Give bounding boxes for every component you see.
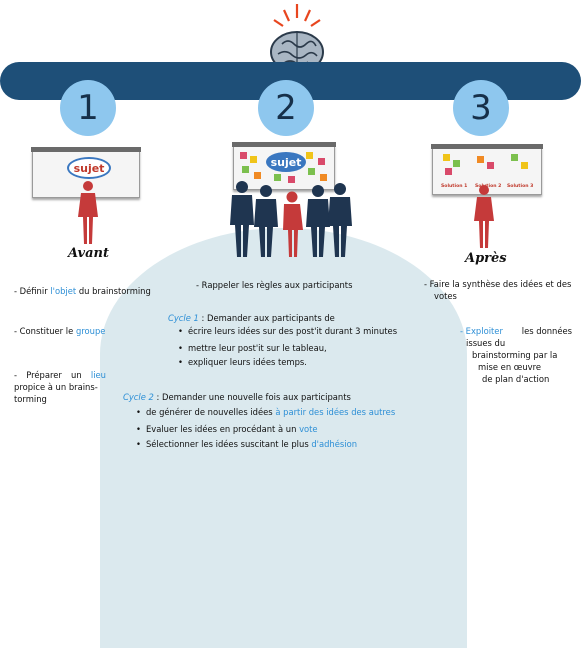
post-it [288, 176, 295, 183]
step-number-3: 3 [470, 88, 492, 128]
pendant-intro: - Rappeler les règles aux participants [196, 280, 353, 290]
apres-item-2: - Exploiter les données issues du brains… [460, 326, 572, 384]
sujet-label: sujet [270, 155, 302, 169]
spark-lines [273, 4, 321, 27]
avant-item-1: - Définir l'objet du brainstorming [14, 286, 151, 296]
post-it [306, 152, 313, 159]
step-circle-3: 3 [453, 80, 509, 136]
cycle-2-item-3: Sélectionner les idées suscitant le plus… [136, 438, 357, 450]
post-it [511, 154, 518, 161]
post-it [521, 162, 528, 169]
post-it [318, 158, 325, 165]
sujet-oval: sujet [67, 157, 111, 179]
post-it [453, 160, 460, 167]
avant-item-3: - Préparer un lieu propice à un brains- … [14, 370, 106, 404]
whiteboard-pendant: sujet [232, 142, 336, 190]
step-number-2: 2 [275, 88, 297, 128]
step-circle-1: 1 [60, 80, 116, 136]
post-it [274, 174, 281, 181]
post-it [477, 156, 484, 163]
avant-item-2: - Constituer le groupe [14, 326, 106, 336]
cycle-1-item-2: mettre leur post'it sur le tableau, [178, 342, 327, 354]
group-participants-icon [230, 181, 352, 257]
heading-avant: Avant [68, 246, 109, 261]
cycle-2-header: Cycle 2 : Demander une nouvelle fois aux… [123, 392, 351, 402]
solution-label-3: Solution 3 [507, 184, 534, 189]
post-it [443, 154, 450, 161]
solution-label-1: Solution 1 [441, 184, 468, 189]
post-it [320, 174, 327, 181]
post-it [250, 156, 257, 163]
cycle-1-header: Cycle 1 : Demander aux participants de [168, 313, 335, 323]
post-it [487, 162, 494, 169]
cycle-1-item-1: écrire leurs idées sur des post'it duran… [178, 325, 397, 337]
sujet-label: sujet [73, 161, 105, 175]
sujet-oval: sujet [266, 152, 306, 172]
post-it [445, 168, 452, 175]
whiteboard-apres: Solution 1 Solution 2 Solution 3 [431, 144, 543, 195]
person-female-red-icon [78, 181, 98, 244]
heading-apres: Après [465, 251, 507, 266]
cycle-1-item-3: expliquer leurs idées temps. [178, 356, 307, 368]
step-number-1: 1 [77, 88, 99, 128]
apres-item-1: - Faire la synthèse des idées et des vot… [424, 279, 572, 301]
cycle-2-item-1: de générer de nouvelles idées à partir d… [136, 406, 395, 418]
post-it [242, 166, 249, 173]
step-circle-2: 2 [258, 80, 314, 136]
post-it [240, 152, 247, 159]
cycle-2-item-2: Evaluer les idées en procédant à un vote [136, 423, 318, 435]
post-it [254, 172, 261, 179]
person-female-red-icon [474, 185, 494, 248]
post-it [308, 168, 315, 175]
solution-label-2: Solution 2 [475, 184, 502, 189]
